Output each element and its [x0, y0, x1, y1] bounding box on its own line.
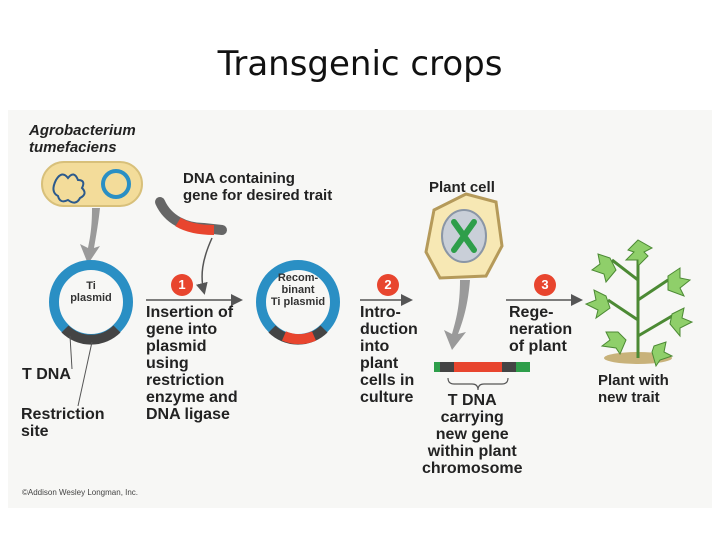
- plant-with-trait-label: Plant with new trait: [598, 372, 669, 406]
- arrow-down-icon: [80, 208, 100, 264]
- diagram: 1 2 3 Agrobacterium tumefaciens DNA cont…: [8, 110, 712, 508]
- step-3-badge: 3: [534, 274, 556, 296]
- agrobacterium-cell: [41, 161, 143, 207]
- recombinant-label: Recom- binant Ti plasmid: [270, 272, 326, 308]
- arrow-down-icon-2: [444, 280, 470, 350]
- curved-arrow-icon: [195, 237, 213, 295]
- recombinant-plasmid: [256, 260, 340, 345]
- introduction-label: Intro- duction into plant cells in cultu…: [360, 304, 418, 406]
- t-dna-label: T DNA: [22, 366, 71, 383]
- restriction-site-pointer: [77, 341, 93, 407]
- plant-cell-label: Plant cell: [429, 179, 495, 196]
- regeneration-label: Rege- neration of plant: [509, 304, 573, 355]
- bracket: [447, 377, 509, 391]
- insertion-label: Insertion of gene into plasmid using res…: [146, 304, 238, 423]
- t-dna-pointer: [69, 335, 73, 370]
- ti-plasmid: [49, 260, 133, 345]
- ti-plasmid-label: Ti plasmid: [70, 280, 112, 304]
- step-1-badge: 1: [171, 274, 193, 296]
- t-dna-carrying-label: T DNA carrying new gene within plant chr…: [422, 392, 523, 477]
- step-2-badge: 2: [377, 274, 399, 296]
- plant-illustration: [584, 239, 694, 368]
- diagram-graphics: [41, 161, 694, 407]
- plant-cell: [424, 192, 504, 280]
- restriction-site-label: Restriction site: [21, 406, 105, 440]
- copyright-label: ©Addison Wesley Longman, Inc.: [22, 488, 139, 497]
- dna-containing-label: DNA containing gene for desired trait: [183, 170, 333, 204]
- slide-title: Transgenic crops: [217, 44, 503, 84]
- agrobacterium-label: Agrobacterium tumefaciens: [29, 122, 136, 156]
- dna-fragment: [155, 197, 227, 235]
